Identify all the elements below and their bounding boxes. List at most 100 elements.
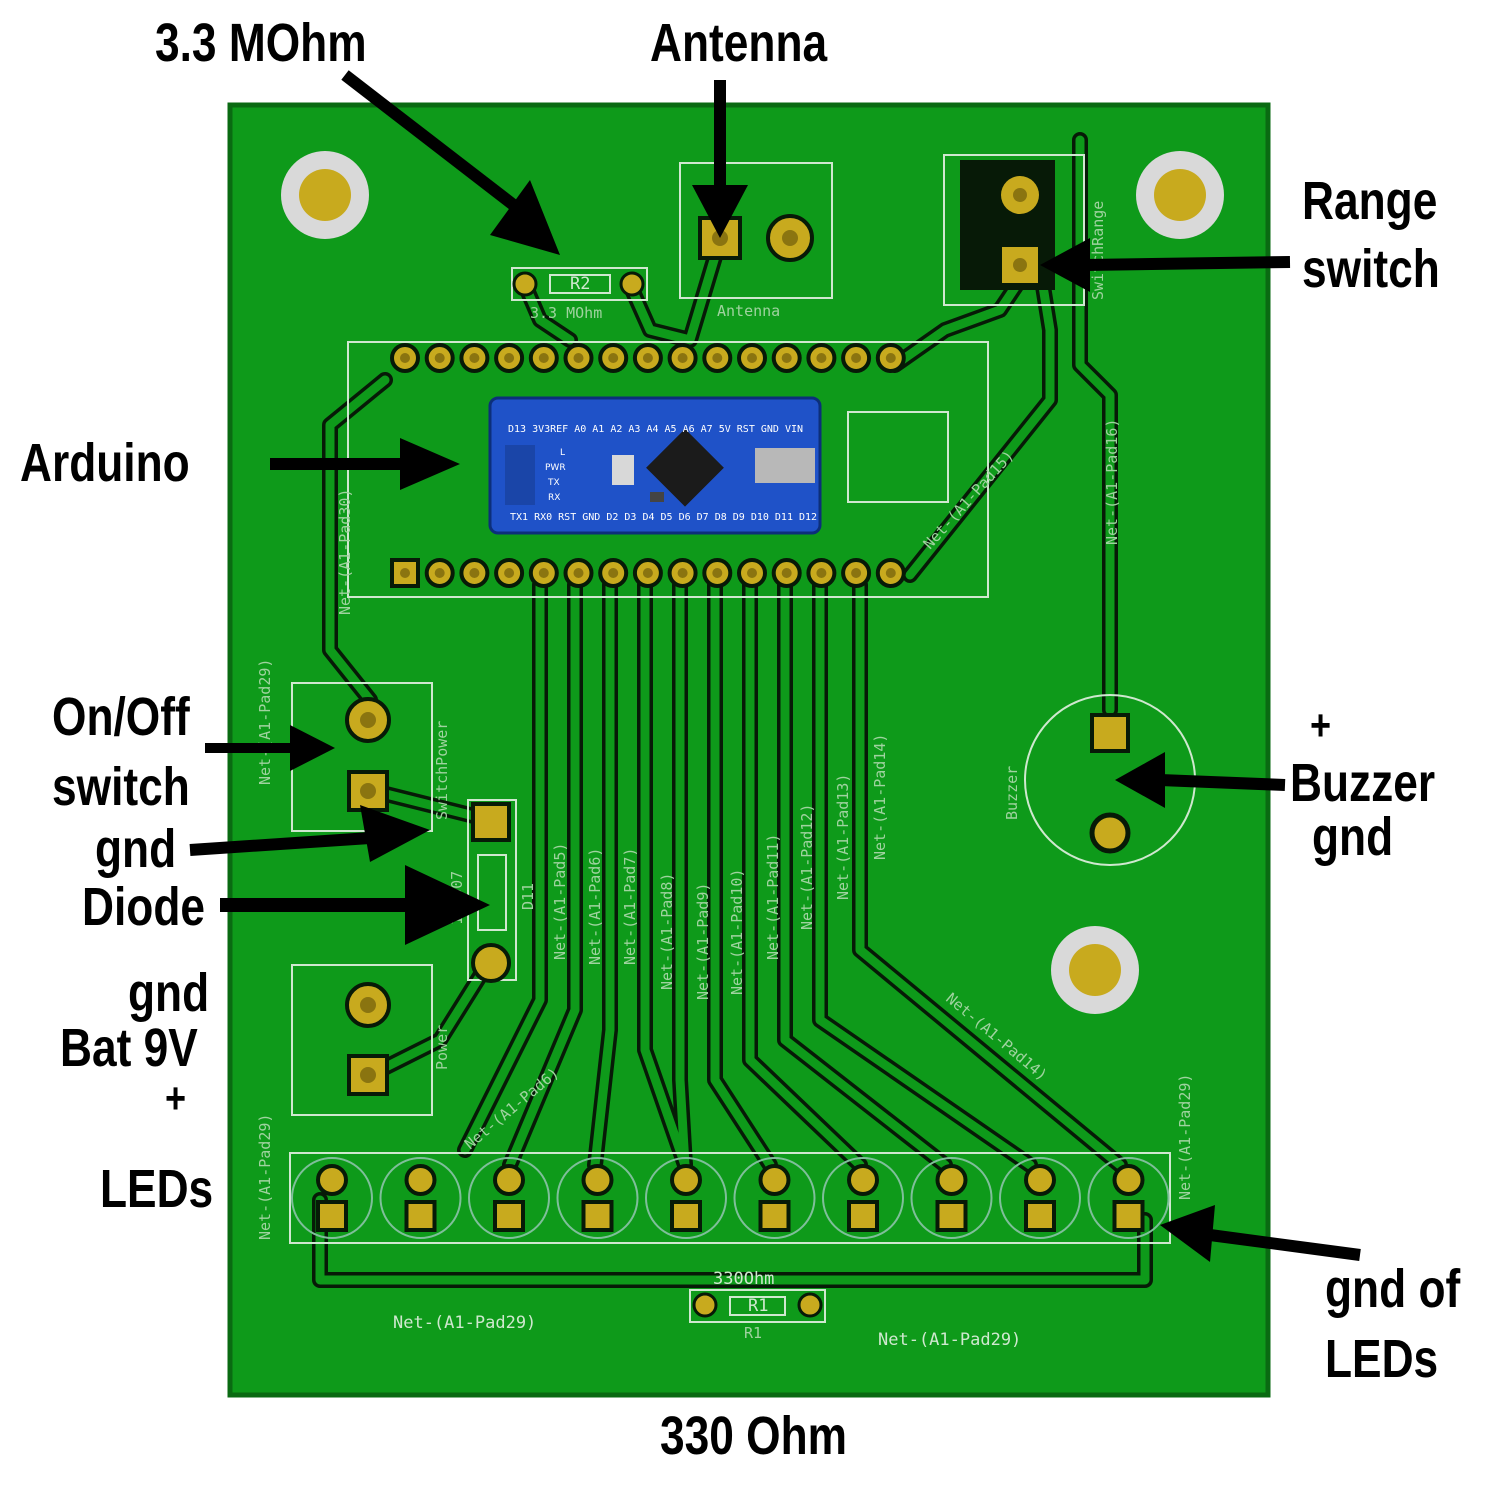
arduino-header-pads	[390, 343, 906, 588]
mounting-holes	[281, 151, 1224, 1014]
callout-buzzer-plus: +	[1310, 701, 1332, 750]
r2-ref: R2	[570, 274, 590, 294]
power-silk: Power	[433, 1025, 451, 1070]
led	[468, 1157, 550, 1239]
led-row	[289, 1152, 1171, 1244]
buzzer-silk: Buzzer	[1003, 766, 1021, 820]
led	[379, 1157, 462, 1239]
led-net-label: Net-(A1-Pad8)	[658, 873, 676, 990]
led-net-label: Net-(A1-Pad6)	[586, 848, 604, 965]
led-net-label: Net-(A1-Pad7)	[621, 848, 639, 965]
callout-gnd-leds-line1: gnd of	[1325, 1259, 1461, 1319]
led-net-label: Net-(A1-Pad12)	[798, 804, 816, 930]
callout-range-switch-line1: Range	[1302, 171, 1438, 231]
led-net-label: Net-(A1-Pad5)	[551, 843, 569, 960]
header-pad	[494, 558, 525, 588]
callout-onoff-line2: switch	[52, 757, 190, 817]
net-pad30: Net-(A1-Pad30)	[336, 489, 354, 615]
header-pad	[771, 558, 802, 588]
callout-leds: LEDs	[100, 1159, 214, 1219]
callout-arduino: Arduino	[20, 433, 190, 493]
led-net-label: Net-(A1-Pad13)	[834, 774, 852, 900]
header-pad	[459, 343, 490, 373]
resistor-r2: R2 3.3 MOhm	[511, 267, 648, 322]
power-switch: SwitchPower	[291, 682, 451, 832]
header-pad	[598, 343, 629, 373]
header-pad	[459, 558, 490, 588]
header-pad	[494, 343, 525, 373]
net-pad29-left2: Net-(A1-Pad29)	[256, 1114, 274, 1240]
net-pad16: Net-(A1-Pad16)	[1103, 419, 1121, 545]
battery-connector: Power	[291, 964, 451, 1116]
header-pad	[875, 343, 906, 373]
header-pad	[806, 558, 837, 588]
callout-range-switch-line2: switch	[1302, 239, 1440, 299]
range-switch: SwitchRange	[943, 154, 1107, 306]
header-pad	[598, 558, 629, 588]
led	[733, 1157, 816, 1239]
header-pad	[702, 343, 733, 373]
diode-silk-ref: D11	[519, 883, 537, 910]
led	[999, 1157, 1081, 1239]
header-pad	[737, 343, 767, 373]
header-pad	[841, 343, 872, 373]
header-pad	[632, 343, 663, 373]
header-pad	[424, 558, 455, 588]
led-net-label: Net-(A1-Pad14)	[871, 734, 889, 860]
arduino-top-pins: D13 3V3REF A0 A1 A2 A3 A4 A5 A6 A7 5V RS…	[508, 424, 803, 435]
callout-330-ohm: 330 Ohm	[660, 1406, 848, 1466]
arduino-led-pwr: PWR	[545, 463, 566, 473]
callout-bat-9v: Bat 9V	[60, 1018, 198, 1078]
callout-gnd-leds-line2: LEDs	[1325, 1329, 1439, 1389]
header-pad	[771, 343, 802, 373]
arduino-bottom-pins: TX1 RX0 RST GND D2 D3 D4 D5 D6 D7 D8 D9 …	[510, 512, 817, 523]
callout-diode: Diode	[82, 877, 206, 937]
led	[822, 1157, 904, 1239]
led	[291, 1157, 373, 1239]
resistor-r1: 330Ohm R1 R1	[689, 1269, 826, 1342]
callout-onoff-gnd: gnd	[95, 819, 177, 879]
header-pad	[390, 343, 420, 373]
arduino-led-tx: TX	[547, 478, 560, 488]
antenna-silk: Antenna	[717, 302, 780, 320]
led	[556, 1157, 639, 1239]
net-pad29-right: Net-(A1-Pad29)	[1176, 1074, 1194, 1200]
arduino-led-l: L	[560, 448, 565, 458]
header-pad	[806, 343, 837, 373]
led	[1087, 1157, 1170, 1239]
r1-value: 330Ohm	[713, 1269, 774, 1289]
callout-bat-plus: +	[165, 1074, 187, 1123]
callout-3-3-mohm: 3.3 MOhm	[155, 13, 367, 73]
net-pad29-bottom-left: Net-(A1-Pad29)	[393, 1313, 536, 1333]
callout-buzzer-gnd: gnd	[1312, 807, 1394, 867]
header-pad	[390, 558, 420, 588]
header-pad	[667, 558, 698, 588]
header-pad	[632, 558, 663, 588]
led-net-label: Net-(A1-Pad10)	[728, 869, 746, 995]
header-pad	[424, 343, 455, 373]
header-pad	[528, 558, 559, 588]
arduino-nano-board: D13 3V3REF A0 A1 A2 A3 A4 A5 A6 A7 5V RS…	[488, 396, 822, 535]
header-pad	[875, 558, 906, 588]
switch-power-silk: SwitchPower	[433, 721, 451, 820]
arduino-led-rx: RX	[548, 493, 560, 503]
copper-traces	[312, 132, 1153, 1288]
header-pad	[702, 558, 733, 588]
led-net-label: Net-(A1-Pad11)	[764, 834, 782, 960]
r1-ref: R1	[748, 1296, 768, 1316]
header-pad	[563, 558, 594, 588]
callout-antenna: Antenna	[650, 13, 828, 73]
header-pad	[563, 343, 594, 373]
header-pad	[667, 343, 698, 373]
callout-onoff-line1: On/Off	[52, 687, 190, 747]
buzzer: Buzzer	[1003, 694, 1196, 866]
header-pad	[841, 558, 872, 588]
callout-buzzer: Buzzer	[1290, 753, 1436, 813]
header-pad	[737, 558, 767, 588]
net-pad29-bottom-right: Net-(A1-Pad29)	[878, 1330, 1021, 1350]
header-pad	[528, 343, 559, 373]
callout-arrows	[189, 70, 1361, 1262]
led	[645, 1157, 727, 1239]
led	[910, 1157, 993, 1239]
